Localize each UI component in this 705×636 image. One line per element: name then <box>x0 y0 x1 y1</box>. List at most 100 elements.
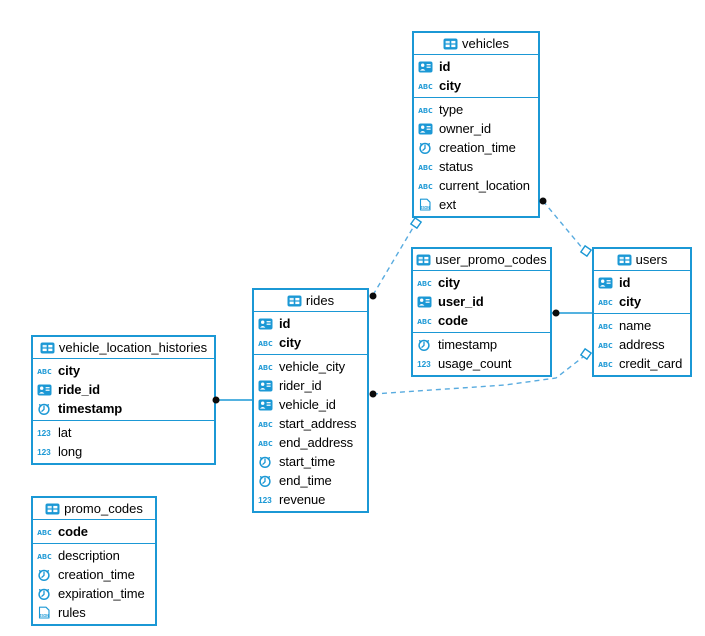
id-type-icon <box>258 318 275 330</box>
field-row-code[interactable]: ABC code <box>413 311 550 330</box>
table-header[interactable]: vehicle_location_histories <box>33 337 214 358</box>
id-type-icon <box>258 399 275 411</box>
field-name: owner_id <box>439 121 491 136</box>
field-name: id <box>439 59 451 74</box>
svg-text:ABC: ABC <box>37 368 52 376</box>
field-row-revenue[interactable]: 123 revenue <box>254 490 367 509</box>
svg-text:ABC: ABC <box>418 183 433 191</box>
field-name: vehicle_city <box>279 359 345 374</box>
field-row-user_id[interactable]: user_id <box>413 292 550 311</box>
field-row-ride_id[interactable]: ride_id <box>33 380 214 399</box>
field-row-rider_id[interactable]: rider_id <box>254 376 367 395</box>
table-header[interactable]: users <box>594 249 690 270</box>
relationship-diamond-endpoint <box>579 347 593 361</box>
relationship-dot-endpoint <box>539 197 547 205</box>
svg-text:ABC: ABC <box>418 107 433 115</box>
field-row-expiration_time[interactable]: expiration_time <box>33 584 155 603</box>
relationship-vehicle_location_histories-rides[interactable] <box>212 396 253 404</box>
relationship-dot-endpoint <box>369 292 377 300</box>
field-row-timestamp[interactable]: timestamp <box>33 399 214 418</box>
field-name: revenue <box>279 492 326 507</box>
svg-text:ABC: ABC <box>258 421 273 429</box>
field-row-end_time[interactable]: end_time <box>254 471 367 490</box>
text-type-icon: ABC <box>598 297 615 307</box>
field-name: address <box>619 337 665 352</box>
text-type-icon: ABC <box>418 105 435 115</box>
field-row-type[interactable]: ABC type <box>414 100 538 119</box>
id-type-icon <box>418 61 435 73</box>
field-row-timestamp[interactable]: timestamp <box>413 335 550 354</box>
text-type-icon: ABC <box>417 316 434 326</box>
field-name: creation_time <box>439 140 516 155</box>
id-type-icon <box>258 380 275 392</box>
field-row-id[interactable]: id <box>254 314 367 333</box>
field-row-id[interactable]: id <box>414 57 538 76</box>
field-row-creation_time[interactable]: creation_time <box>33 565 155 584</box>
field-name: start_address <box>279 416 357 431</box>
time-type-icon <box>37 568 54 582</box>
field-name: code <box>438 313 468 328</box>
text-type-icon: ABC <box>598 359 615 369</box>
json-type-icon: JSON <box>418 198 435 211</box>
relationship-line[interactable] <box>372 225 415 296</box>
field-row-owner_id[interactable]: owner_id <box>414 119 538 138</box>
relationship-line[interactable] <box>542 200 584 250</box>
field-row-start_address[interactable]: ABC start_address <box>254 414 367 433</box>
field-name: creation_time <box>58 567 135 582</box>
field-name: city <box>439 78 462 93</box>
field-row-start_time[interactable]: start_time <box>254 452 367 471</box>
svg-text:ABC: ABC <box>417 318 432 326</box>
svg-text:ABC: ABC <box>598 323 613 331</box>
time-type-icon <box>418 141 435 155</box>
field-row-vehicle_id[interactable]: vehicle_id <box>254 395 367 414</box>
number-type-icon: 123 <box>258 495 275 505</box>
table-header[interactable]: promo_codes <box>33 498 155 519</box>
relationship-dot-endpoint <box>369 390 377 398</box>
time-type-icon <box>258 455 275 469</box>
relationship-diamond-endpoint <box>409 216 423 230</box>
table-header[interactable]: rides <box>254 290 367 311</box>
relationship-user_promo_codes-users[interactable] <box>552 309 592 317</box>
field-name: usage_count <box>438 356 512 371</box>
svg-text:ABC: ABC <box>258 440 273 448</box>
field-name: long <box>58 444 83 459</box>
relationship-dot-endpoint <box>552 309 560 317</box>
field-row-id[interactable]: id <box>594 273 690 292</box>
table-icon <box>40 342 55 354</box>
table-header[interactable]: vehicles <box>414 33 538 54</box>
field-row-creation_time[interactable]: creation_time <box>414 138 538 157</box>
text-type-icon: ABC <box>258 419 275 429</box>
field-name: type <box>439 102 464 117</box>
table-header[interactable]: user_promo_codes <box>413 249 550 270</box>
